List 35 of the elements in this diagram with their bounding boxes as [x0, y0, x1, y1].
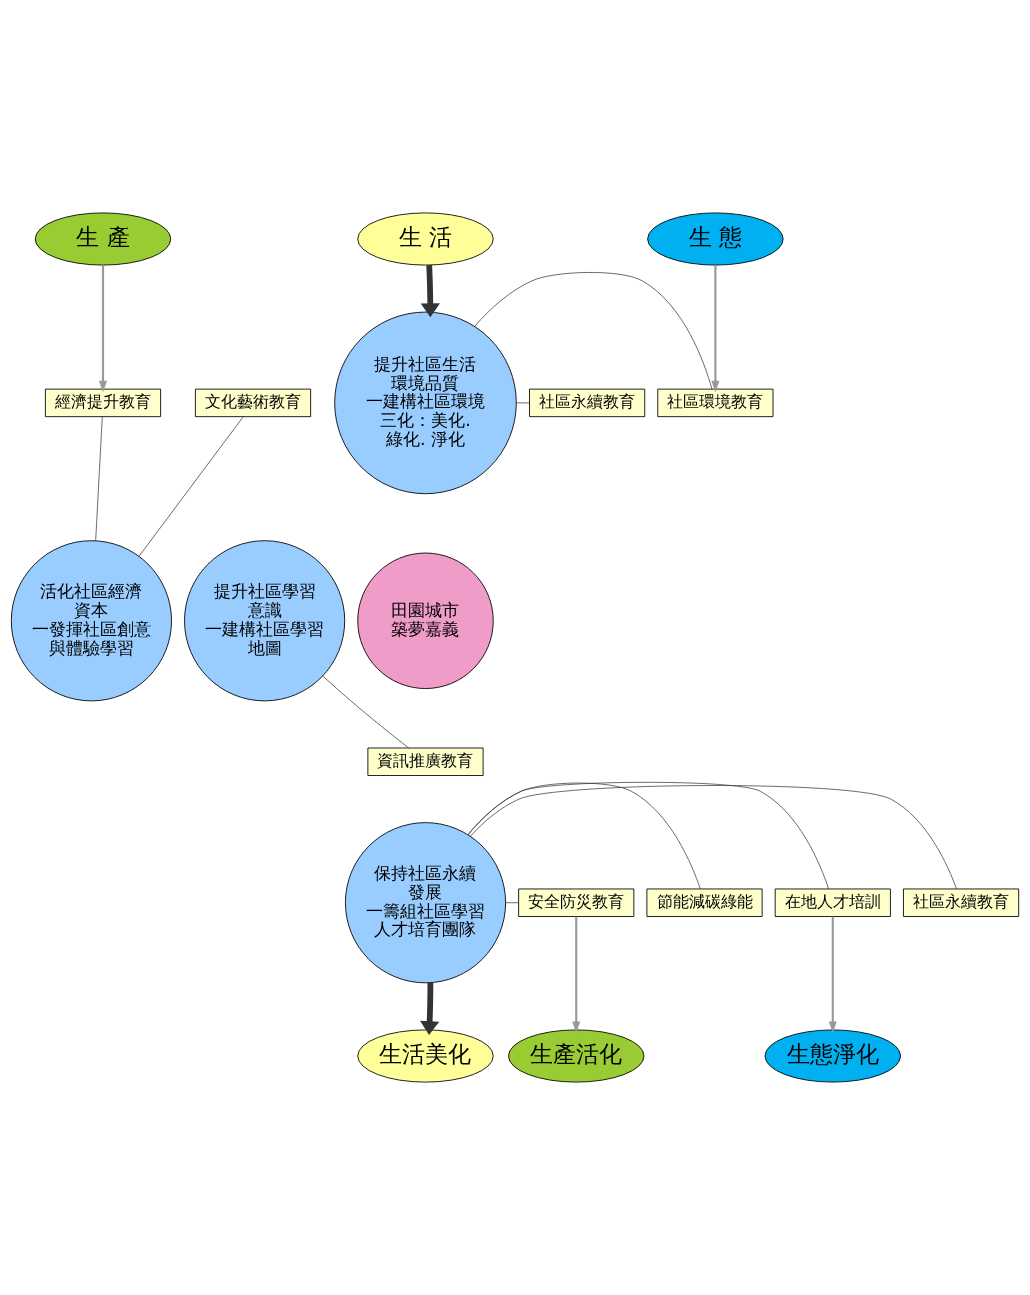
- node-ellipse: 生 活: [357, 212, 494, 266]
- node-box: 社區永續教育: [903, 888, 1020, 917]
- node-ellipse: 生 態: [647, 212, 784, 266]
- node-ellipse: 生產活化: [508, 1029, 645, 1083]
- connector: [95, 416, 103, 542]
- connector: [467, 781, 829, 890]
- connector: [322, 675, 409, 749]
- connector: [505, 902, 519, 904]
- connector: [470, 785, 957, 890]
- node-box: 安全防災教育: [518, 888, 635, 917]
- node-ellipse: 生 產: [34, 212, 172, 266]
- arrow: [420, 982, 440, 1035]
- node-circle: 提升社區生活環境品質 一建構社區環境三化：美化. 綠化. 淨化: [334, 311, 517, 495]
- node-box: 文化藝術教育: [194, 388, 312, 418]
- node-box: 節能減碳綠能: [646, 888, 763, 917]
- arrow: [828, 916, 837, 1034]
- node-ellipse: 生活美化: [357, 1029, 494, 1083]
- arrow: [420, 264, 440, 318]
- arrow: [98, 265, 108, 393]
- node-circle: 活化社區經濟資本 一發揮社區創意與體驗學習: [10, 540, 172, 702]
- node-box: 社區永續教育: [529, 388, 646, 418]
- connector: [516, 402, 530, 404]
- arrow: [572, 916, 581, 1034]
- node-ellipse: 生態淨化: [764, 1029, 901, 1083]
- arrow: [711, 265, 720, 393]
- node-box: 經濟提升教育: [44, 388, 162, 418]
- node-box: 資訊推廣教育: [367, 747, 484, 776]
- node-circle: 提升社區學習意識 一建構社區學習地圖: [184, 540, 346, 702]
- node-box: 在地人才培訓: [774, 888, 891, 917]
- connector: [467, 782, 701, 890]
- node-circle: 保持社區永續發展 一籌組社區學習人才培育團隊: [344, 822, 507, 984]
- node-circle: 田園城市築夢嘉義: [357, 552, 494, 689]
- node-box: 社區環境教育: [657, 388, 774, 418]
- connector: [138, 416, 244, 557]
- connector: [474, 272, 713, 390]
